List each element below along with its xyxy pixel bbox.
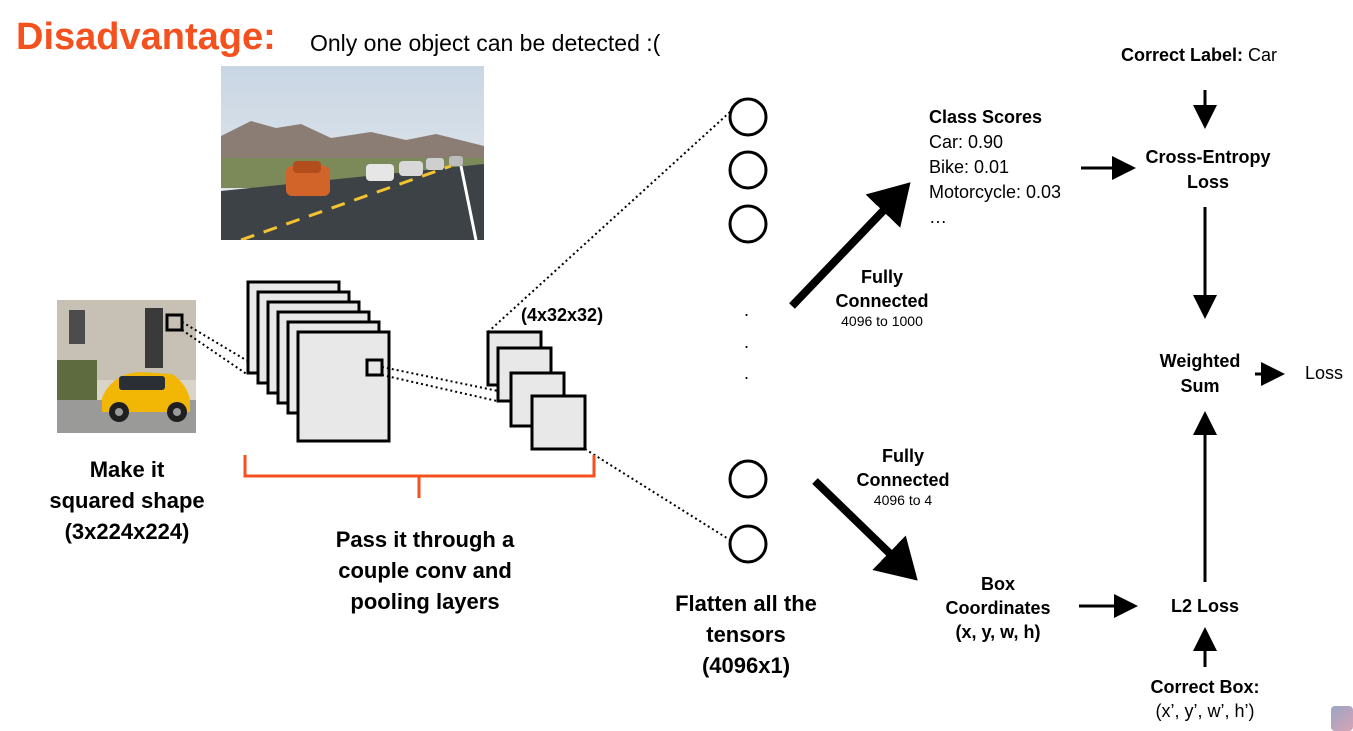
fc-class-label: Fully Connected 4096 to 1000 [812,265,952,329]
correct-label: Correct Label: Car [1121,45,1277,66]
cross-entropy-line1: Cross-Entropy [1145,147,1271,167]
box-coords-line1: Box [980,574,1015,594]
correct-box-value: (x’, y’, w’, h’) [1155,701,1255,721]
cross-entropy-line2: Loss [1186,172,1229,192]
class-scores: Class Scores Car: 0.90 Bike: 0.01 Motorc… [929,105,1061,230]
weighted-sum-line2: Sum [1180,376,1220,396]
correct-box-title: Correct Box: [1150,677,1260,697]
correct-box: Correct Box: (x’, y’, w’, h’) [1125,675,1285,723]
class-score-item: Car: 0.90 [929,132,1004,152]
l2-loss: L2 Loss [1170,596,1240,616]
input-car-photo [57,300,196,433]
fc-class-line2: Connected [835,291,929,311]
feature-size-label: (4x32x32) [521,305,604,325]
fc-box-label: Fully Connected 4096 to 4 [833,444,973,508]
page-subtitle: Only one object can be detected :( [310,30,661,56]
fc-box-arrow [812,478,918,581]
weighted-sum-line1: Weighted [1159,351,1241,371]
flatten-label-line1: Flatten all the [675,591,817,616]
ellipsis-dot: . [744,363,750,383]
flatten-label-line3: (4096x1) [701,653,791,678]
fc-box-dims: 4096 to 4 [873,492,933,508]
ellipsis-dot: . [744,332,750,352]
box-coords-line2: Coordinates [945,598,1051,618]
fc-class-line1: Fully [860,267,903,287]
flatten-label: Flatten all the tensors (4096x1) [636,588,856,681]
pipeline-brace [243,455,596,498]
highway-photo [221,66,484,240]
input-label-line2: squared shape [49,488,205,513]
conv-feature-stack [246,280,391,443]
ellipsis-dot: . [744,300,750,320]
conv-label: Pass it through a couple conv and poolin… [285,524,565,617]
fc-class-dims: 4096 to 1000 [841,313,923,329]
fc-box-line1: Fully [881,446,924,466]
class-score-item: … [929,207,947,227]
flatten-label-line2: tensors [706,622,786,647]
flatten-neurons [728,97,768,564]
correct-label-value: Car [1248,45,1278,65]
box-coords-line3: (x, y, w, h) [955,622,1041,642]
input-kernel-box [165,313,184,332]
fc-class-arrow [789,182,911,309]
correct-label-prefix: Correct Label: [1121,45,1244,65]
input-label-line1: Make it [89,457,165,482]
fc-box-line2: Connected [856,470,950,490]
page-title: Disadvantage: [16,16,276,58]
box-coordinates: Box Coordinates (x, y, w, h) [918,572,1078,644]
loss-label: Loss [1305,363,1344,383]
class-score-item: Bike: 0.01 [929,157,1010,177]
cross-entropy-loss: Cross-Entropy Loss [1128,145,1288,195]
weighted-sum: Weighted Sum [1135,349,1265,399]
pooled-feature-stack [486,330,587,451]
class-scores-title: Class Scores [929,107,1043,127]
conv-label-line1: Pass it through a [335,527,515,552]
class-score-item: Motorcycle: 0.03 [929,182,1062,202]
input-label: Make it squared shape (3x224x224) [27,454,227,547]
presenter-avatar-icon [1331,706,1353,731]
conv-label-line3: pooling layers [350,589,500,614]
input-label-line3: (3x224x224) [64,519,190,544]
conv-label-line2: couple conv and [338,558,512,583]
